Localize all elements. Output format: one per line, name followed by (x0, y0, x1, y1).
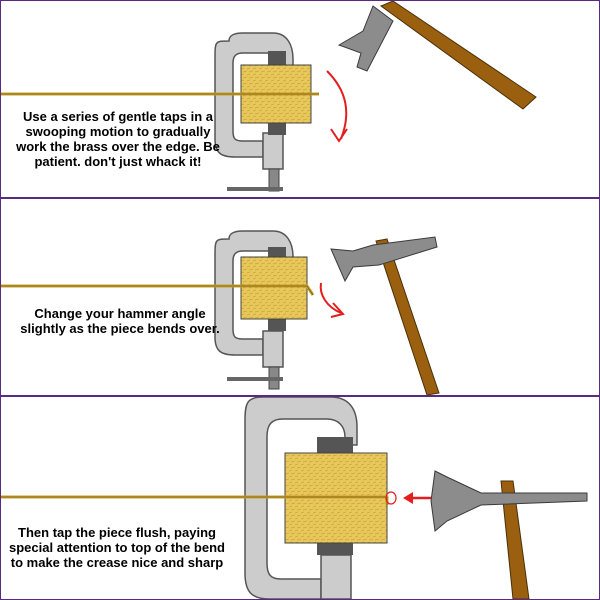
motion-arrow-icon (319, 282, 342, 314)
step-2-caption: Change your hammer angle slightly as the… (20, 306, 220, 336)
c-clamp-icon (244, 397, 358, 599)
motion-arrow-icon (326, 70, 348, 140)
hammer-icon (337, 1, 537, 110)
step-1-caption: Use a series of gentle taps in a swoopin… (16, 109, 220, 169)
hammer-icon (330, 236, 440, 395)
wood-block-icon (240, 256, 308, 320)
step-panel-2: Change your hammer angle slightly as the… (0, 198, 600, 396)
step-panel-3: Then tap the piece flush, paying special… (0, 396, 600, 600)
step-3-illustration (1, 397, 588, 599)
step-2-illustration (1, 230, 440, 395)
hammer-icon (430, 470, 588, 599)
step-3-caption: Then tap the piece flush, paying special… (9, 525, 225, 570)
step-panel-1: Use a series of gentle taps in a swoopin… (0, 0, 600, 198)
c-clamp-icon (214, 230, 294, 390)
step-1-illustration (1, 1, 537, 192)
